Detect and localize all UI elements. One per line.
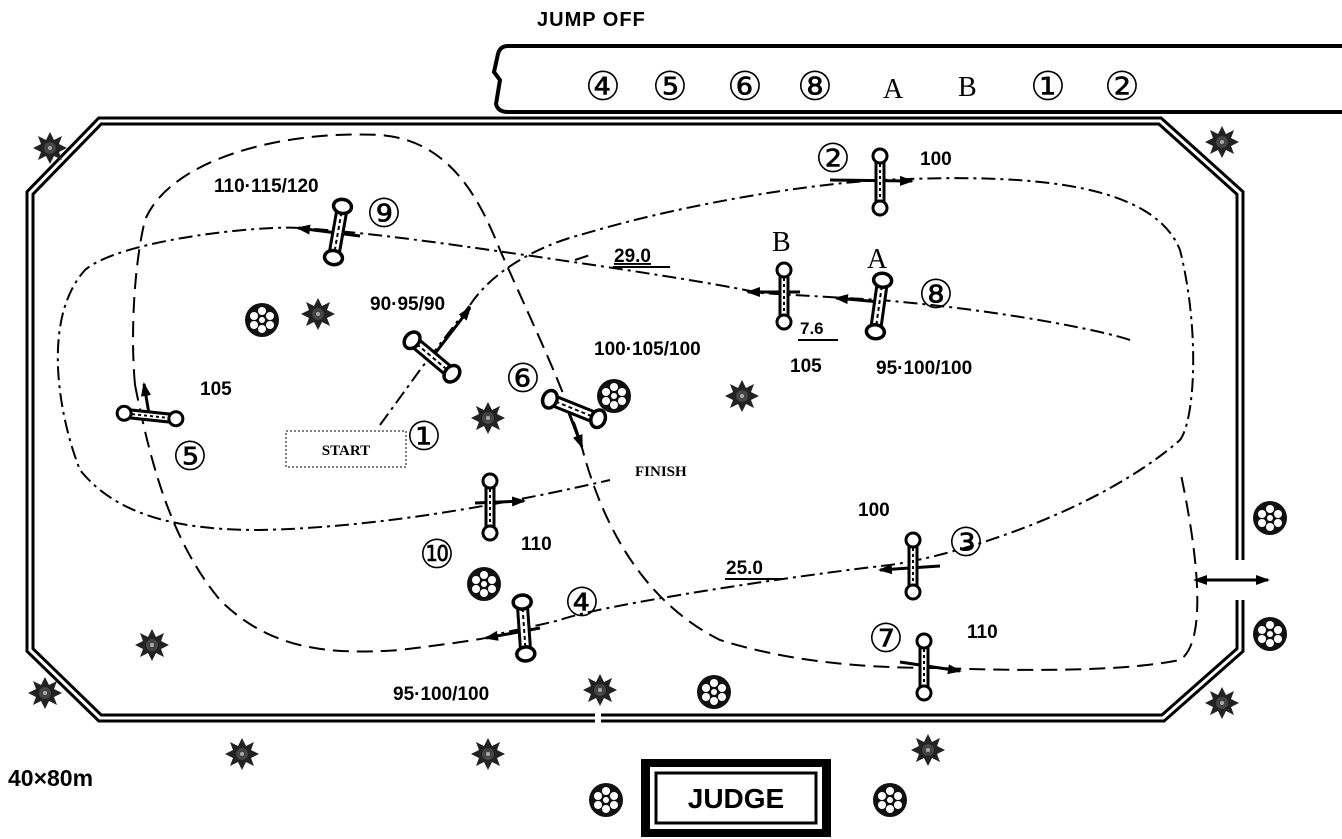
jump-off-item: B <box>958 72 977 103</box>
arena-border <box>25 116 1245 723</box>
shrub-icon <box>225 738 259 770</box>
obstacle-number-8: ⑧ <box>918 273 954 317</box>
shrub-icon <box>911 734 945 766</box>
course-path-dashed <box>132 133 1199 671</box>
height-7: 110 <box>967 622 998 643</box>
shrub-icon <box>135 629 169 661</box>
jump-off-item: ② <box>1104 65 1140 109</box>
obstacle-5-fence <box>114 404 186 428</box>
jump-off-item: ⑤ <box>652 65 688 109</box>
obstacle-7-fence <box>915 632 933 702</box>
start-label: START <box>322 443 370 459</box>
obstacle-10-fence <box>481 472 499 542</box>
jump-off-title: JUMP OFF <box>537 9 646 31</box>
height-b: 105 <box>790 356 822 377</box>
obstacle-2-fence <box>871 147 889 217</box>
distance-label: 7.6 <box>800 319 824 338</box>
height-1: 90·95/90 <box>370 294 445 315</box>
obstacle-number-4: ④ <box>564 581 600 625</box>
flower-pot-icon <box>467 567 501 601</box>
obstacles <box>114 147 933 702</box>
flower-pot-icon <box>597 379 631 413</box>
jump-off-panel <box>491 44 1342 114</box>
flower-pot-icon <box>245 303 279 337</box>
flower-pot-icon <box>589 783 623 817</box>
course-arrows <box>141 175 1270 675</box>
obstacle-number-3: ③ <box>948 521 984 565</box>
jump-off-item: A <box>883 74 904 105</box>
obstacle-A-oxer <box>863 270 895 342</box>
distance-label: 25.0 <box>726 558 763 579</box>
shrub-icon <box>583 674 617 706</box>
flower-pot-icon <box>697 675 731 709</box>
shrub-icon <box>471 402 505 434</box>
judge-box <box>641 759 831 837</box>
flower-pot-icon <box>1253 617 1287 651</box>
jump-off-item: ④ <box>585 65 621 109</box>
flower-pot-icon <box>1253 501 1287 535</box>
obstacle-number-1: ① <box>406 415 442 459</box>
obstacle-numbers: ① ② ③ ④ ⑤ ⑥ ⑦ ⑧ ⑨ ⑩ A B <box>172 137 984 661</box>
distances: 29.0 7.6 25.0 <box>613 246 838 580</box>
jump-off-item: ① <box>1030 65 1066 109</box>
height-8: 95·100/100 <box>876 358 972 379</box>
shrub-icon <box>725 380 759 412</box>
height-6: 100·105/100 <box>594 339 701 360</box>
arena-size: 40×80m <box>8 765 93 791</box>
start-box <box>285 430 407 468</box>
obstacle-heights: 90·95/90 100 100 95·100/100 105 100·105/… <box>200 149 998 705</box>
height-9: 110·115/120 <box>214 176 319 197</box>
jump-off-item: ⑧ <box>797 65 833 109</box>
course-path <box>56 177 1195 639</box>
shrub-icon <box>471 738 505 770</box>
jump-off-item: ⑥ <box>727 65 763 109</box>
height-2: 100 <box>920 149 952 170</box>
obstacle-B-fence <box>775 261 793 331</box>
shrub-icon <box>1205 126 1239 158</box>
obstacle-number-9: ⑨ <box>366 192 402 236</box>
jump-off-order: ④ ⑤ ⑥ ⑧ A B ① ② <box>585 65 1140 109</box>
judge-label: JUDGE <box>688 783 784 814</box>
obstacle-3-fence <box>904 531 922 601</box>
obstacle-number-10: ⑩ <box>419 533 455 577</box>
obstacle-number-7: ⑦ <box>868 617 904 661</box>
obstacle-number-5: ⑤ <box>172 435 208 479</box>
height-10: 110 <box>521 534 552 555</box>
shrub-icon <box>1205 687 1239 719</box>
obstacle-label-a: A <box>867 244 888 275</box>
height-5: 105 <box>200 379 232 400</box>
distance-label: 29.0 <box>614 246 651 267</box>
shrub-icon <box>301 298 335 330</box>
finish-label: FINISH <box>635 464 687 480</box>
obstacle-number-6: ⑥ <box>505 357 541 401</box>
flower-pot-icon <box>873 783 907 817</box>
height-3: 100 <box>858 500 890 521</box>
obstacle-label-b: B <box>772 227 791 258</box>
height-4: 95·100/100 <box>393 684 489 705</box>
obstacle-1-oxer <box>399 327 465 387</box>
obstacle-number-2: ② <box>815 137 851 181</box>
